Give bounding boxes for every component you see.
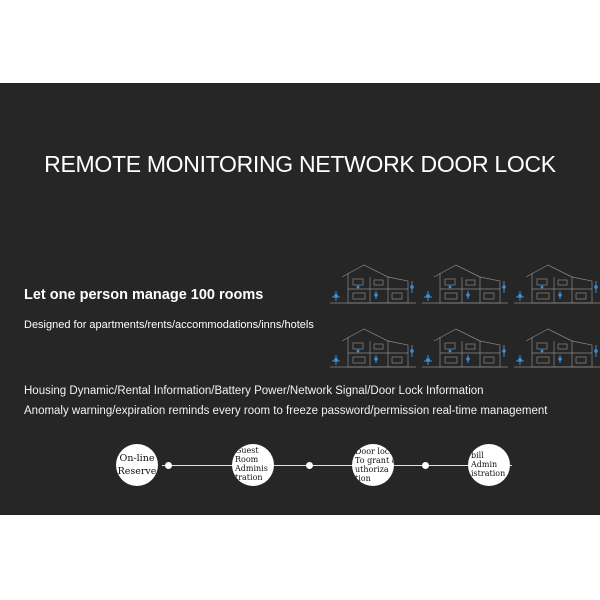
step-label-line: Door lock bbox=[355, 447, 394, 456]
timeline-step-guest-room-administration[interactable]: Guest Room Adminis tration bbox=[232, 444, 274, 486]
timeline-line bbox=[162, 465, 512, 466]
promo-banner: REMOTE MONITORING NETWORK DOOR LOCK Let … bbox=[0, 83, 600, 515]
house-floorplan-icon bbox=[326, 327, 418, 373]
step-label-line: bill bbox=[471, 451, 484, 460]
house-grid bbox=[326, 263, 600, 383]
step-label-line: uthoriza bbox=[355, 465, 389, 474]
step-label-line: tion bbox=[355, 474, 371, 483]
info-line-features: Housing Dynamic/Rental Information/Batte… bbox=[24, 385, 484, 397]
step-label-line: Adminis bbox=[235, 464, 268, 473]
house-floorplan-icon bbox=[418, 327, 510, 373]
timeline-dot bbox=[422, 462, 429, 469]
timeline-step-door-lock-authorization[interactable]: Door lock To grant a uthoriza tion bbox=[352, 444, 394, 486]
step-label-line: Reserve bbox=[117, 466, 157, 477]
timeline-dot bbox=[306, 462, 313, 469]
feature-timeline: On-line Reserve Guest Room Adminis trati… bbox=[110, 443, 520, 487]
tagline: Let one person manage 100 rooms bbox=[24, 287, 264, 303]
house-floorplan-icon bbox=[418, 263, 510, 309]
house-floorplan-icon bbox=[510, 327, 600, 373]
step-label-line: istration bbox=[471, 469, 506, 478]
timeline-dot bbox=[165, 462, 172, 469]
timeline-step-online-reserve[interactable]: On-line Reserve bbox=[116, 444, 158, 486]
step-label-line: On-line bbox=[119, 453, 155, 464]
step-label-line: Room bbox=[235, 455, 259, 464]
house-floorplan-icon bbox=[326, 263, 418, 309]
house-floorplan-icon bbox=[510, 263, 600, 309]
step-label-line: Guest bbox=[235, 446, 259, 455]
info-line-warnings: Anomaly warning/expiration reminds every… bbox=[24, 405, 548, 417]
subline: Designed for apartments/rents/accommodat… bbox=[24, 319, 314, 331]
step-label-line: tration bbox=[235, 473, 263, 482]
page-title: REMOTE MONITORING NETWORK DOOR LOCK bbox=[44, 151, 556, 177]
step-label-line: Admin bbox=[471, 460, 498, 469]
step-label-line: To grant a bbox=[355, 456, 394, 465]
timeline-step-bill-administration[interactable]: bill Admin istration bbox=[468, 444, 510, 486]
